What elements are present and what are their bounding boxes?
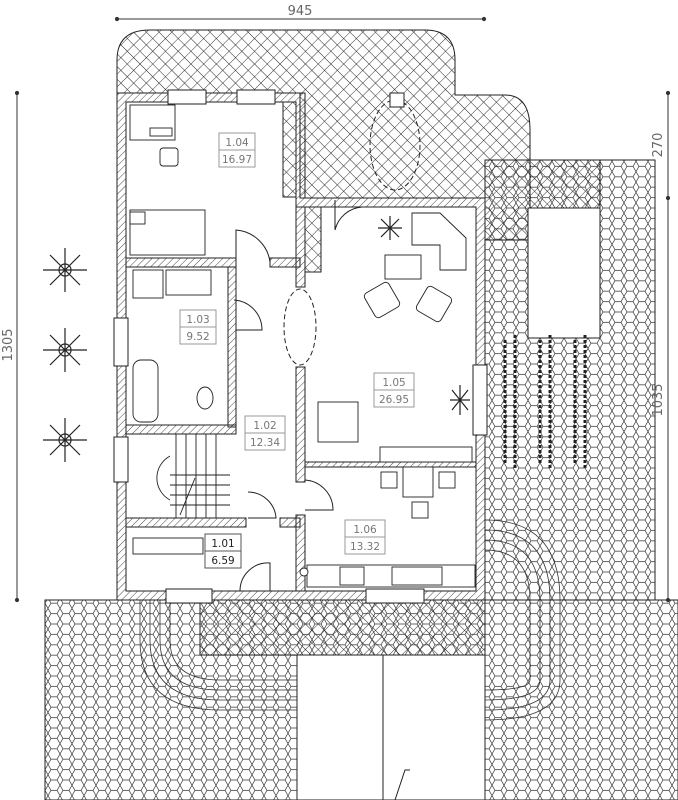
svg-text:1.04: 1.04 <box>225 137 249 149</box>
trees <box>43 216 470 462</box>
arch-opening <box>283 288 317 366</box>
terrace <box>116 29 601 656</box>
room-label-1.06: 1.06 13.32 <box>344 519 386 555</box>
dimension-top: 945 <box>288 4 313 19</box>
svg-text:13.32: 13.32 <box>350 541 380 553</box>
svg-text:1.02: 1.02 <box>253 420 276 432</box>
room-label-1.05: 1.05 26.95 <box>373 372 415 408</box>
driveway <box>296 654 486 800</box>
doors <box>233 200 363 592</box>
svg-text:16.97: 16.97 <box>222 154 252 166</box>
column <box>389 92 405 108</box>
pergola-outline <box>369 99 421 191</box>
svg-text:1.03: 1.03 <box>186 314 209 326</box>
room-label-1.02: 1.02 12.34 <box>244 415 286 451</box>
svg-text:1.06: 1.06 <box>353 524 377 536</box>
dimension-right-lower: 1035 <box>651 383 666 416</box>
svg-text:12.34: 12.34 <box>250 437 280 449</box>
furniture <box>129 104 476 588</box>
room-label-1.03: 1.03 9.52 <box>179 309 217 345</box>
dimension-left: 1305 <box>1 328 16 361</box>
staircase <box>156 434 230 518</box>
windows <box>113 89 488 604</box>
dimension-right-upper: 270 <box>651 133 666 158</box>
garden-beds <box>503 335 587 470</box>
curved-path <box>139 519 561 721</box>
dimension-lines <box>14 16 671 603</box>
svg-text:1.01: 1.01 <box>211 538 234 550</box>
room-label-1.04: 1.04 16.97 <box>218 132 256 168</box>
room-label-1.01: 1.01 6.59 <box>204 533 242 569</box>
svg-text:26.95: 26.95 <box>379 394 409 406</box>
svg-text:1.05: 1.05 <box>382 377 405 389</box>
svg-text:6.59: 6.59 <box>211 555 234 567</box>
svg-text:9.52: 9.52 <box>186 331 209 343</box>
